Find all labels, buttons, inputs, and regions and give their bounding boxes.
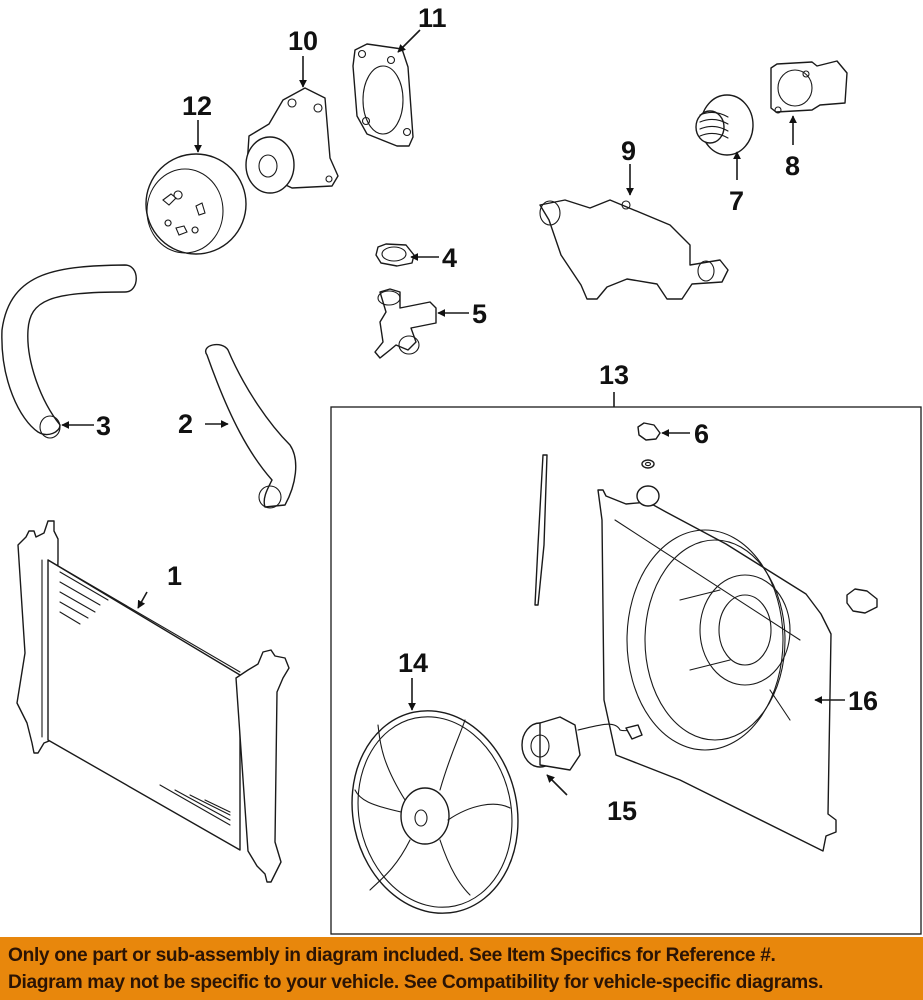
- callout-11: 11: [418, 3, 447, 33]
- water-outlet-fitting-drawing: [374, 288, 437, 359]
- parts-diagram: 1 2 3 4 5 6 7 8 9 10 11 12 13 14 15 16: [1, 3, 922, 935]
- callout-9: 9: [621, 136, 636, 166]
- callout-1: 1: [167, 561, 182, 591]
- water-pump-drawing: [245, 87, 339, 194]
- callout-2: 2: [178, 409, 193, 439]
- disclaimer-line-1: Only one part or sub-assembly in diagram…: [8, 945, 776, 966]
- callout-6: 6: [694, 419, 709, 449]
- shroud-seal-strip-drawing: [534, 454, 548, 606]
- callout-8: 8: [785, 151, 800, 181]
- callout-5: 5: [472, 299, 487, 329]
- callout-14: 14: [398, 648, 428, 678]
- leader-11: [397, 29, 421, 53]
- fan-blade-drawing: [351, 710, 519, 914]
- callout-13: 13: [599, 360, 629, 390]
- fan-shroud-drawing: [597, 485, 837, 852]
- fan-motor-drawing: [521, 716, 643, 771]
- connector-clip-drawing: [846, 588, 878, 614]
- callout-3: 3: [96, 411, 111, 441]
- cap-seal-drawing: [375, 243, 415, 267]
- water-outlet-housing-drawing: [539, 199, 729, 300]
- upper-hose-drawing: [1, 264, 137, 439]
- reservoir-cap-drawing: [637, 422, 661, 469]
- leader-15: [546, 774, 568, 796]
- thermostat-housing-drawing: [770, 60, 848, 114]
- callout-10: 10: [288, 26, 318, 56]
- fan-assembly-bracket: [330, 392, 922, 935]
- callout-15: 15: [607, 796, 637, 826]
- radiator-drawing: [16, 520, 290, 883]
- callout-7: 7: [729, 186, 744, 216]
- callout-4: 4: [442, 243, 457, 273]
- lower-hose-drawing: [204, 343, 297, 509]
- callout-12: 12: [182, 91, 212, 121]
- thermostat-drawing: [695, 94, 754, 156]
- water-pump-gasket-drawing: [352, 43, 414, 147]
- leader-1: [137, 591, 148, 609]
- disclaimer-banner: Only one part or sub-assembly in diagram…: [0, 937, 923, 1000]
- water-pump-pulley-drawing: [145, 153, 247, 255]
- callout-16: 16: [848, 686, 878, 716]
- disclaimer-line-2: Diagram may not be specific to your vehi…: [8, 972, 824, 993]
